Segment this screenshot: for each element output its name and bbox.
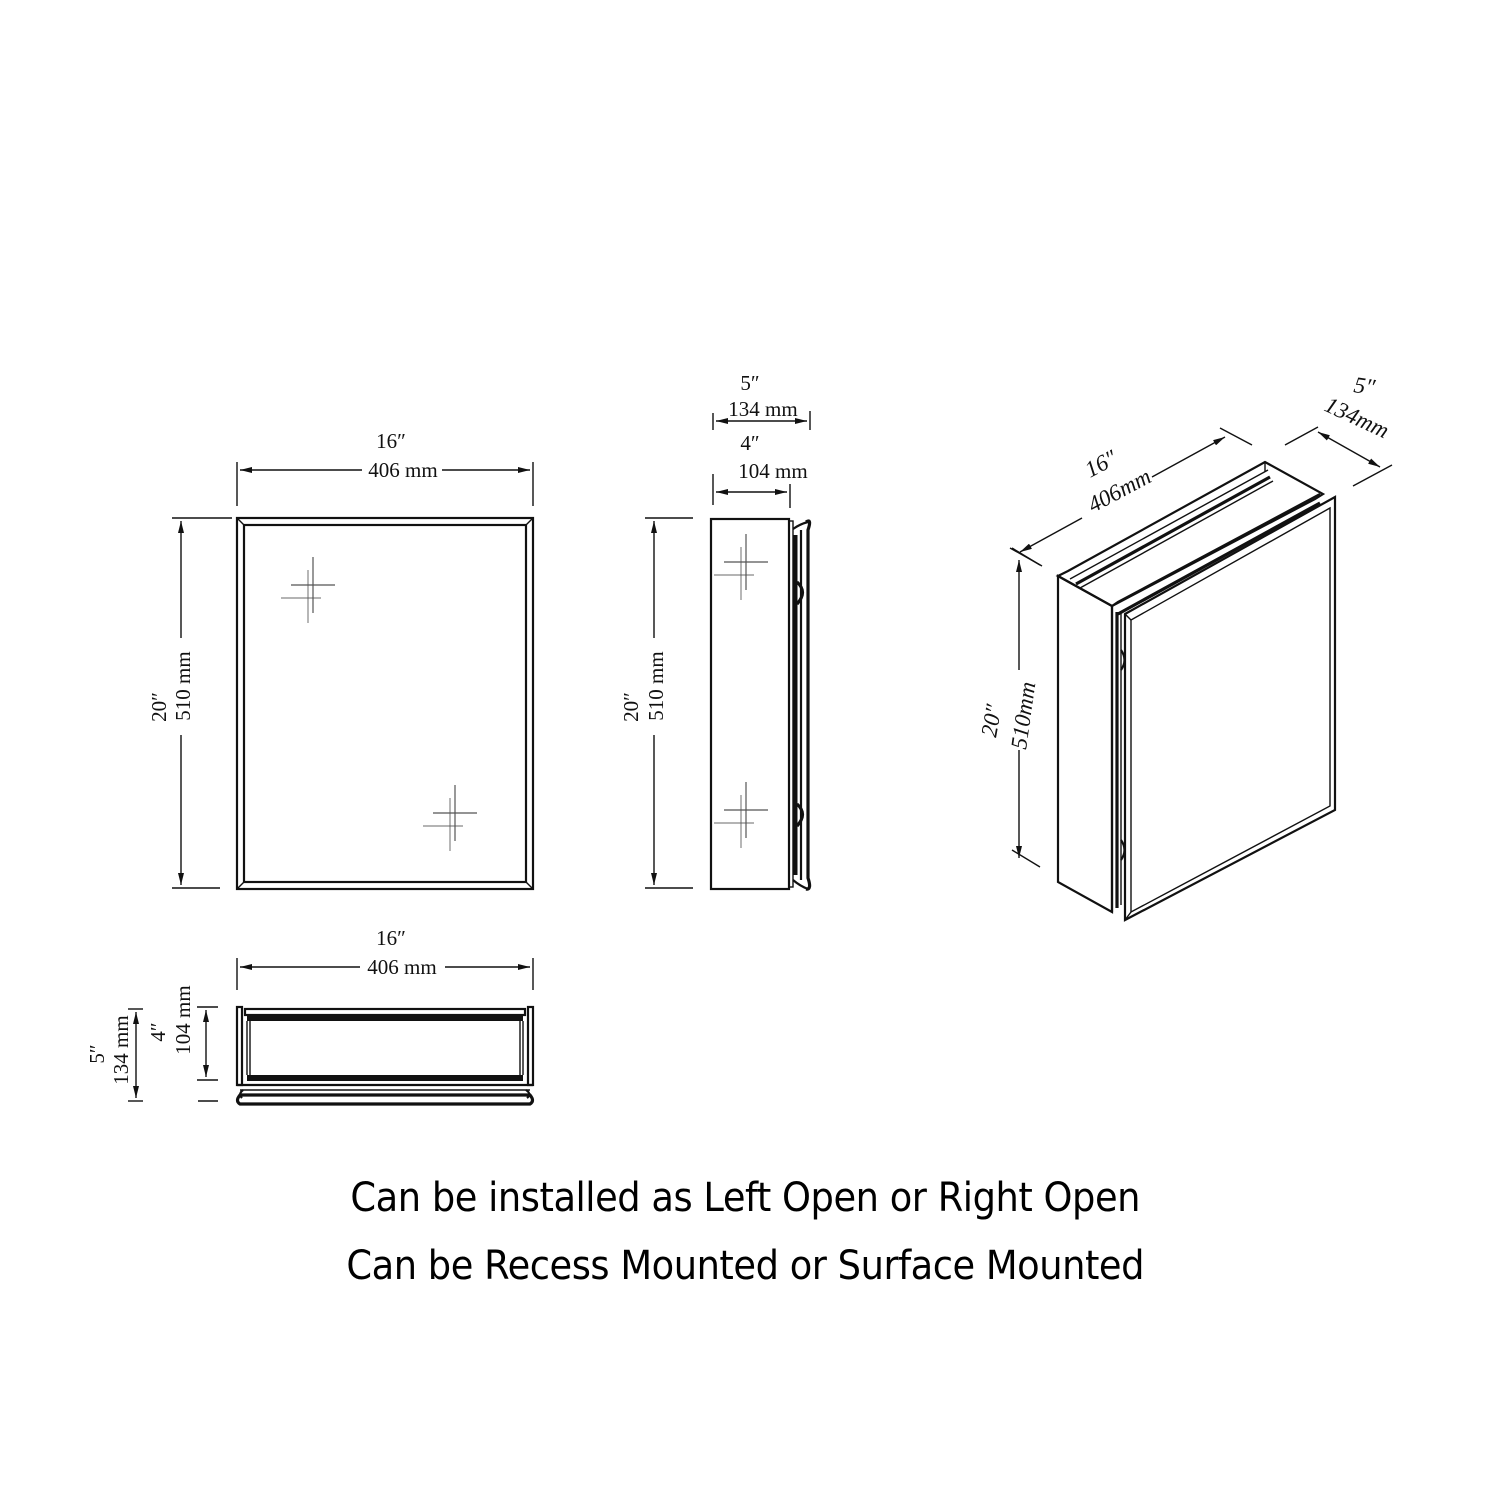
iso-height-mm: 510mm [1006, 680, 1040, 751]
top-overall-depth-mm: 134 mm [109, 1015, 133, 1084]
sparkle-icon [280, 556, 336, 624]
top-overall-depth-dimension: 5″ 134 mm [85, 1008, 143, 1102]
sparkle-icon [422, 784, 478, 852]
door-profile-side [788, 519, 812, 891]
front-view: 16″ 406 mm 20″ 510 mm [147, 429, 535, 891]
sparkle-icon [713, 781, 769, 849]
top-width-inch: 16″ [376, 926, 406, 950]
top-overall-depth-inch: 5″ [85, 1044, 109, 1063]
front-height-dimension: 20″ 510 mm [147, 517, 232, 889]
iso-mirror-door [1123, 495, 1337, 922]
iso-depth-dimension: 5″ 134mm [1284, 372, 1393, 487]
iso-height-inch: 20″ [976, 702, 1006, 739]
top-body-depth-inch: 4″ [146, 1022, 170, 1041]
cabinet-top-plan [235, 1005, 535, 1106]
iso-width-inch: 16″ [1081, 445, 1122, 483]
front-width-dimension: 16″ 406 mm [236, 429, 534, 506]
caption-opening-direction: Can be installed as Left Open or Right O… [350, 1175, 1140, 1221]
front-height-mm: 510 mm [171, 651, 195, 720]
front-width-mm: 406 mm [368, 458, 437, 482]
top-width-mm: 406 mm [367, 955, 436, 979]
mirror-door-front [235, 516, 535, 891]
side-body-depth-inch: 4″ [740, 431, 759, 455]
side-height-mm: 510 mm [644, 651, 668, 720]
iso-cabinet-body [1055, 460, 1326, 914]
top-view: 16″ 406 mm 5″ 134 mm 4″ 104 mm [85, 926, 535, 1106]
isometric-view: 16″ 406mm 5″ 134mm 20″ 510mm [976, 372, 1393, 922]
top-body-depth-dimension: 4″ 104 mm [146, 985, 218, 1102]
side-body-depth-dimension: 4″ 104 mm [712, 431, 808, 508]
front-width-inch: 16″ [376, 429, 406, 453]
iso-depth-mm: 134mm [1321, 392, 1393, 443]
front-height-inch: 20″ [147, 692, 171, 722]
iso-depth-inch: 5″ [1352, 372, 1377, 400]
side-overall-depth-mm: 134 mm [728, 397, 797, 421]
side-overall-depth-dimension: 5″ 134 mm [712, 371, 811, 430]
top-body-depth-mm: 104 mm [171, 985, 195, 1054]
side-overall-depth-inch: 5″ [740, 371, 759, 395]
hinge-icon [795, 802, 805, 828]
side-body-depth-mm: 104 mm [738, 459, 807, 483]
iso-height-dimension: 20″ 510mm [976, 547, 1040, 868]
side-height-inch: 20″ [619, 692, 643, 722]
caption-mounting-type: Can be Recess Mounted or Surface Mounted [346, 1243, 1145, 1289]
sparkle-icon [713, 533, 769, 601]
hinge-icon [795, 580, 805, 606]
side-height-dimension: 20″ 510 mm [619, 517, 693, 889]
side-view: 5″ 134 mm 4″ 104 mm 20″ 510 mm [619, 371, 812, 891]
top-width-dimension: 16″ 406 mm [236, 926, 534, 990]
